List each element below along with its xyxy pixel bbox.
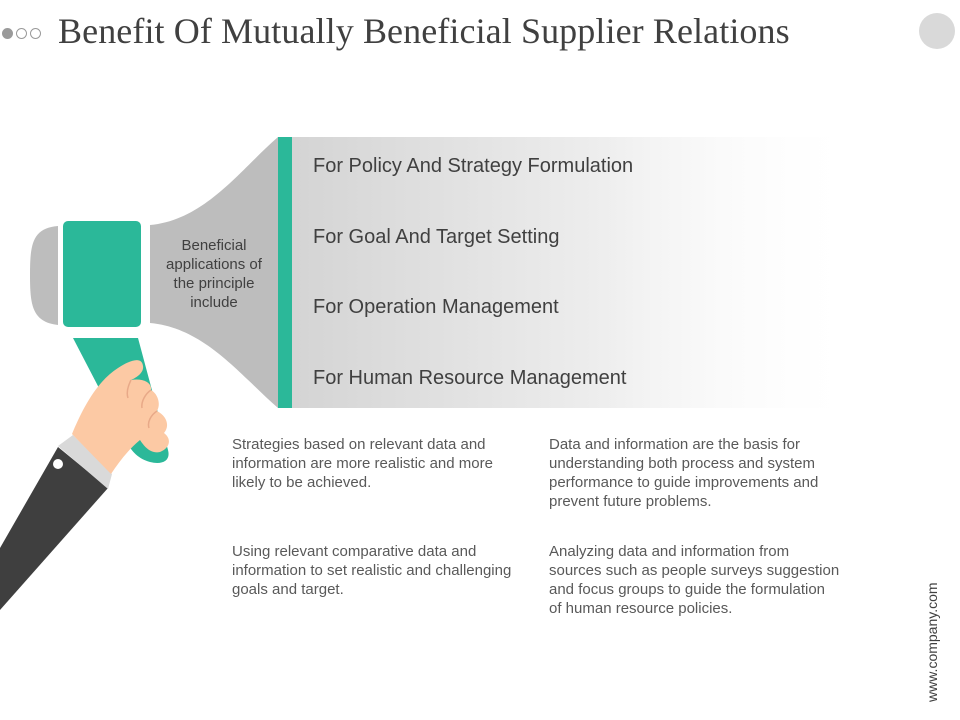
item-policy-strategy: For Policy And Strategy Formulation (313, 155, 633, 178)
description-analyzing-data: Analyzing data and information from sour… (549, 542, 841, 618)
cufflink (53, 459, 63, 469)
horn-label: Beneficial applications of the principle… (156, 236, 272, 312)
item-goal-target: For Goal And Target Setting (313, 226, 559, 249)
megaphone-back-cap (30, 226, 58, 325)
description-data-information: Data and information are the basis for u… (549, 435, 841, 511)
megaphone-body (63, 221, 141, 327)
item-operation-management: For Operation Management (313, 296, 559, 319)
description-strategies: Strategies based on relevant data and in… (232, 435, 524, 492)
website-label: www.company.com (924, 582, 940, 702)
item-human-resource: For Human Resource Management (313, 367, 626, 390)
description-comparative-data: Using relevant comparative data and info… (232, 542, 524, 599)
accent-bar (278, 137, 292, 408)
